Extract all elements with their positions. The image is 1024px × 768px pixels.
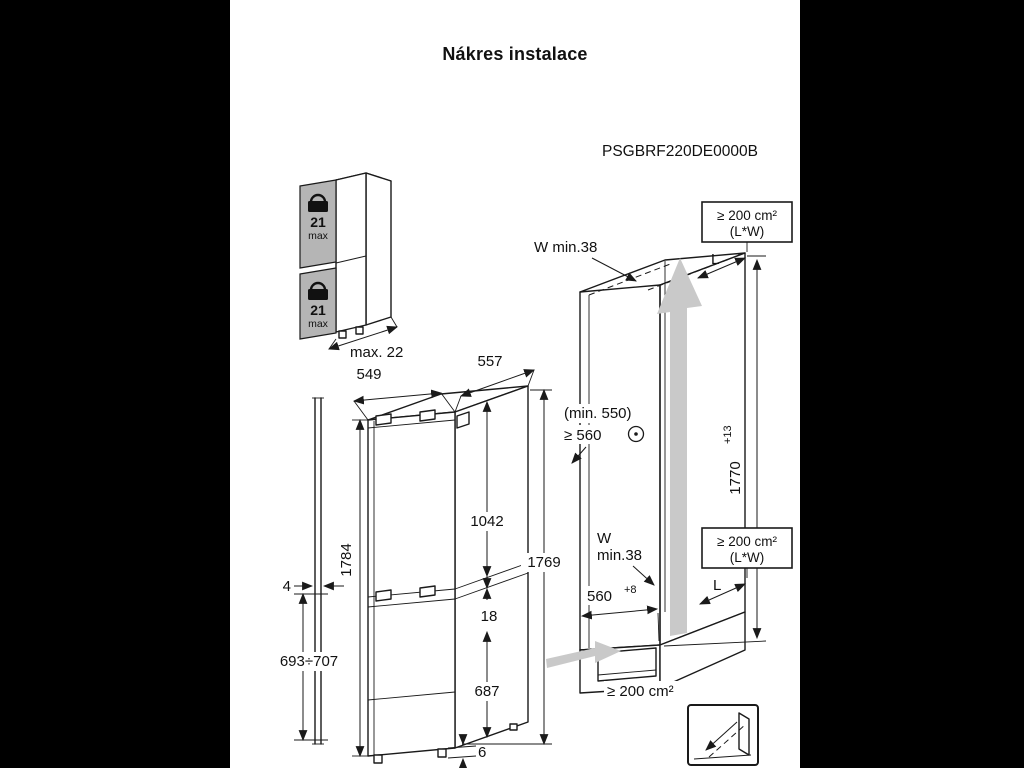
vent-length-top-label: L bbox=[711, 251, 719, 268]
page-title: Nákres instalace bbox=[442, 44, 588, 64]
mini-fridge-foot bbox=[355, 326, 364, 335]
panel-weight-value: 21 bbox=[310, 214, 326, 230]
wall-top-label: W min.38 bbox=[534, 239, 597, 256]
pictogram-airflow-arrow bbox=[705, 721, 738, 751]
depth-min-annotation: (min. 550) ≥ 560 bbox=[561, 404, 645, 464]
side-divider-line bbox=[454, 562, 529, 590]
weight-icon bbox=[308, 201, 328, 212]
left-letterbox bbox=[0, 0, 230, 768]
vent-bottom-annotation: ≥ 200 cm² bbox=[604, 681, 692, 700]
door-panel-figure: 21 max 21 max max. 22 bbox=[299, 172, 403, 361]
wall-mid-dimension: W min.38 bbox=[593, 530, 655, 586]
niche-height-label: 1770 bbox=[727, 461, 744, 494]
reference-point-icon bbox=[634, 432, 638, 436]
mini-fridge-side-face bbox=[365, 172, 392, 326]
side-divider-line bbox=[454, 572, 529, 600]
height-left-dimension: 1784 bbox=[338, 418, 368, 758]
door-divider-line bbox=[367, 598, 456, 608]
plinth-vent-line bbox=[597, 669, 657, 676]
foot-height-dimension: 6 bbox=[447, 734, 486, 768]
vent-area-top-label: ≥ 200 cm² bbox=[717, 208, 777, 223]
weight-icon bbox=[308, 289, 328, 300]
mini-fridge-foot bbox=[338, 330, 347, 339]
appliance-figure: 549 557 1784 1042 bbox=[338, 353, 567, 768]
plinth-vent-grille bbox=[597, 647, 657, 682]
pictogram-floor-line bbox=[693, 754, 752, 760]
depth-dimension: 557 bbox=[454, 353, 536, 413]
drawer-line bbox=[367, 691, 456, 701]
pictogram-airflow-dashed bbox=[708, 723, 747, 758]
foot-height-label: 6 bbox=[478, 744, 486, 761]
depth-rec-label: ≥ 560 bbox=[564, 427, 601, 444]
panel-max-width-label: max. 22 bbox=[350, 344, 403, 361]
niche-height-tolerance: +13 bbox=[722, 425, 734, 444]
vent-length-mid-label: L bbox=[713, 577, 721, 594]
niche-base-side bbox=[659, 611, 746, 689]
vent-area-top-lw: (L*W) bbox=[730, 224, 765, 239]
vent-area-mid-box: ≥ 200 cm² (L*W) L bbox=[698, 527, 793, 605]
appliance-feet bbox=[373, 723, 518, 764]
niche-width-tolerance: +8 bbox=[624, 584, 637, 596]
wall-top-dimension: W min.38 bbox=[534, 239, 637, 282]
upper-section-label: 1042 bbox=[470, 513, 503, 530]
panel-weight-unit: max bbox=[308, 318, 329, 330]
vent-area-mid-lw: (L*W) bbox=[730, 550, 765, 565]
height-right-dimension: 1769 bbox=[462, 388, 567, 746]
mid-gap-dimension: 18 bbox=[477, 565, 501, 625]
door-gap-label: 4 bbox=[283, 578, 291, 595]
reference-point-icon bbox=[627, 425, 645, 443]
vent-area-top-box: ≥ 200 cm² (L*W) L bbox=[696, 201, 793, 279]
mid-gap-label: 18 bbox=[481, 608, 498, 625]
appliance-top-trim bbox=[367, 419, 456, 429]
mini-fridge-front-face bbox=[335, 172, 367, 333]
depth-min-label: (min. 550) bbox=[564, 405, 632, 422]
panel-max-width-dimension: max. 22 bbox=[327, 316, 403, 361]
hinge-range-label: 693÷707 bbox=[280, 653, 338, 670]
airflow-in-arrow bbox=[546, 641, 621, 668]
lower-section-label: 687 bbox=[474, 683, 499, 700]
niche-height-dimension: 1770 +13 bbox=[663, 255, 767, 647]
height-left-label: 1784 bbox=[338, 543, 355, 576]
right-letterbox bbox=[800, 0, 1024, 768]
appliance-front-face bbox=[367, 411, 456, 757]
panel-weight-value: 21 bbox=[310, 302, 326, 318]
upper-section-dimension: 1042 bbox=[464, 400, 510, 590]
width-dimension: 549 bbox=[352, 366, 456, 421]
niche-width-label: 560 bbox=[587, 588, 612, 605]
hinge-range-dimension: 693÷707 bbox=[271, 592, 347, 742]
pictogram-panel bbox=[738, 712, 750, 756]
upper-panel-weight-badge: 21 max bbox=[308, 193, 329, 242]
niche-figure: W min.38 ≥ 200 cm² (L*W) L (min. 550) ≥ … bbox=[534, 201, 793, 700]
lower-panel-weight-badge: 21 max bbox=[308, 281, 329, 330]
height-right-label: 1769 bbox=[527, 554, 560, 571]
mini-fridge-door-divider bbox=[335, 255, 367, 264]
weight-icon bbox=[309, 281, 327, 291]
panel-weight-unit: max bbox=[308, 230, 329, 242]
vent-bottom-label: ≥ 200 cm² bbox=[607, 683, 674, 700]
weight-icon bbox=[309, 193, 327, 203]
model-number: PSGBRF220DE0000B bbox=[602, 143, 758, 160]
wall-mid-w-label: W bbox=[597, 530, 612, 547]
vent-area-mid-label: ≥ 200 cm² bbox=[717, 534, 777, 549]
plinth-vent-pictogram bbox=[687, 704, 759, 766]
depth-label: 557 bbox=[477, 353, 502, 370]
width-label: 549 bbox=[356, 366, 381, 383]
wall-mid-min-label: min.38 bbox=[597, 547, 642, 564]
door-gap-dimension: 4 bbox=[283, 578, 344, 595]
lower-section-dimension: 687 bbox=[464, 630, 510, 739]
niche-width-dimension: 560 +8 bbox=[579, 584, 660, 646]
hinge-brackets bbox=[375, 409, 470, 602]
side-trim-figure: 4 693÷707 bbox=[271, 397, 347, 745]
airflow-up-arrow bbox=[657, 258, 702, 636]
